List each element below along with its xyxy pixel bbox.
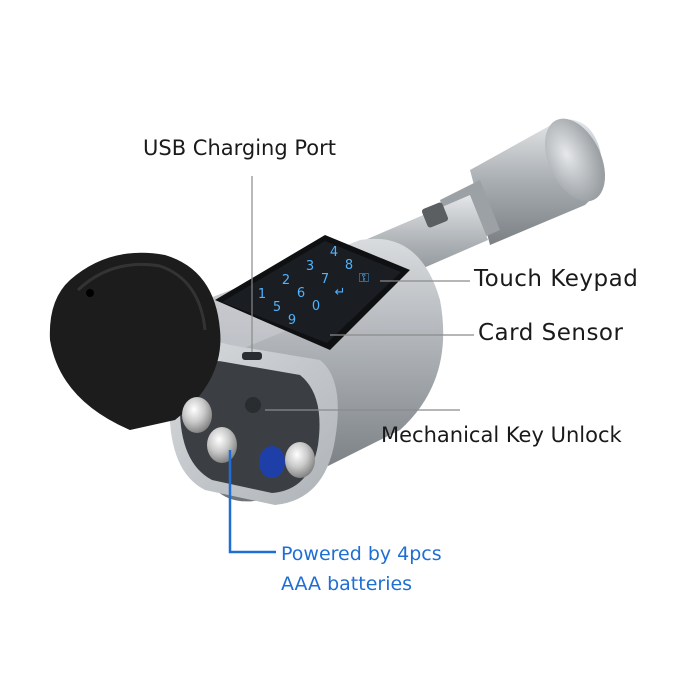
battery-compartment (182, 397, 315, 478)
card-sensor-label: Card Sensor (478, 320, 624, 346)
battery-power-label: Powered by 4pcs AAA batteries (281, 539, 442, 599)
callout-leaders (251, 176, 474, 411)
usb-charging-port-label: USB Charging Port (143, 136, 336, 160)
battery-leader (228, 450, 276, 554)
mechanical-key-unlock-label: Mechanical Key Unlock (381, 423, 622, 447)
battery-power-line-2: AAA batteries (281, 573, 413, 595)
battery-power-line-1: Powered by 4pcs (281, 543, 442, 565)
touch-keypad-label: Touch Keypad (474, 266, 639, 292)
black-dust-cap (49, 252, 221, 430)
key-hole (245, 397, 261, 413)
usb-port (242, 352, 262, 360)
touch-keypad (215, 235, 410, 350)
